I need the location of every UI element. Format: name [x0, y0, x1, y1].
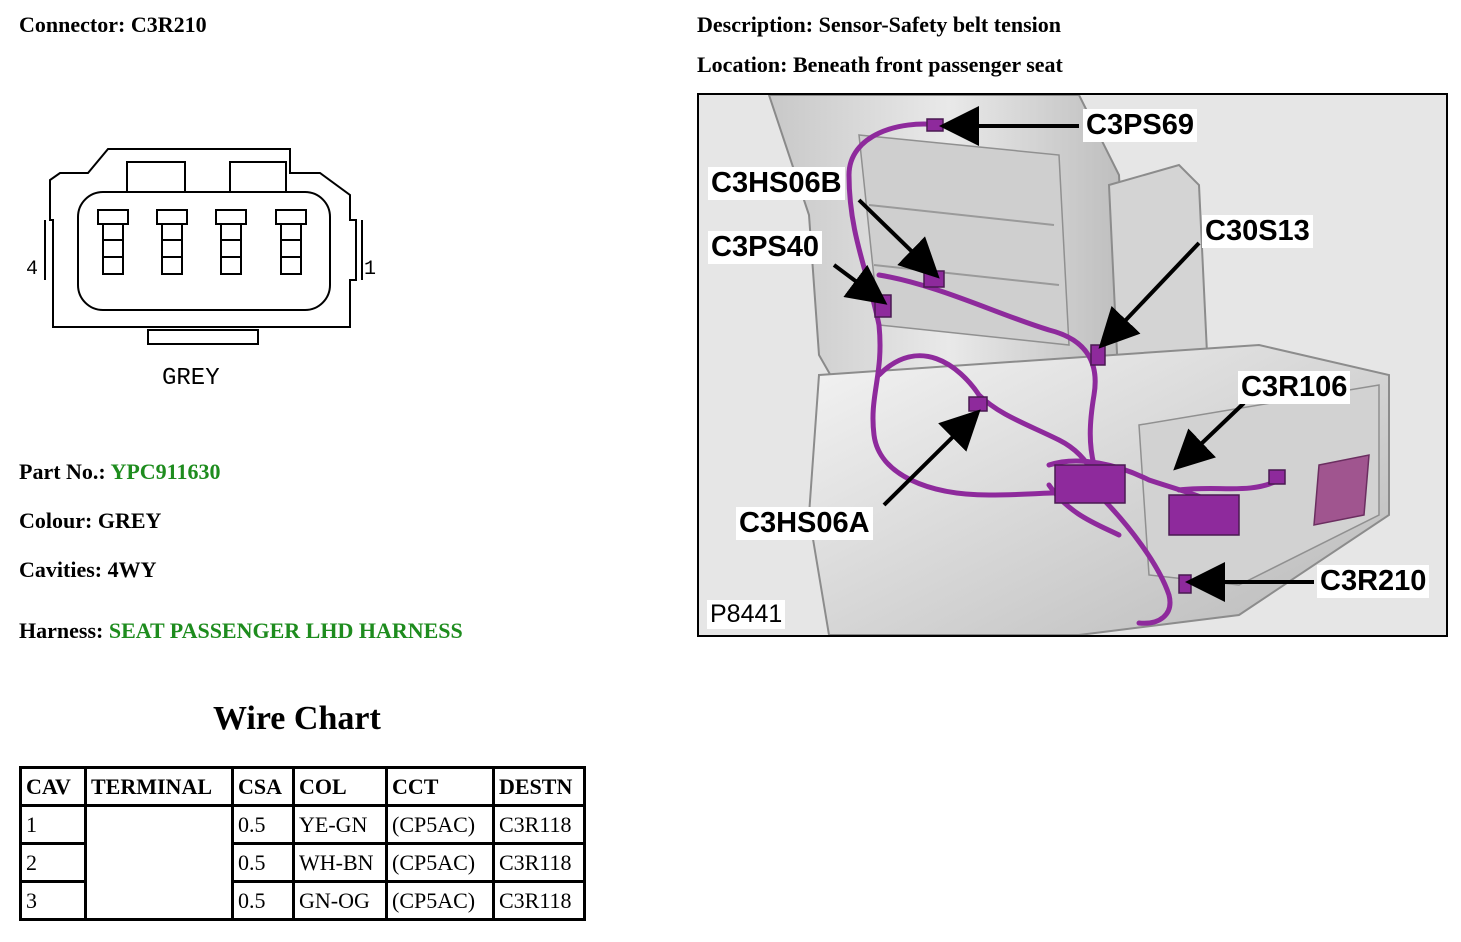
colour-value: GREY [97, 508, 162, 533]
description-field: Description: Sensor-Safety belt tension [697, 12, 1061, 38]
harness-link[interactable]: SEAT PASSENGER LHD HARNESS [108, 618, 463, 643]
cell-col: YE-GN [292, 804, 388, 845]
cell-csa: 0.5 [231, 842, 295, 883]
location-value: Beneath front passenger seat [792, 52, 1063, 77]
callout-arrows [832, 106, 1314, 602]
part-no-label: Part No.: [19, 459, 106, 484]
pin-left-label: 4 [26, 258, 38, 281]
callout-label: C3PS40 [708, 231, 823, 264]
figure-id: P8441 [707, 600, 786, 629]
harness-label: Harness: [19, 618, 104, 643]
cell-cct: (CP5AC) [385, 880, 495, 921]
header-terminal: TERMINAL [84, 766, 234, 807]
harness-field: Harness: SEAT PASSENGER LHD HARNESS [19, 618, 463, 644]
callout-label: C3HS06B [708, 167, 845, 200]
part-no-field: Part No.: YPC911630 [19, 459, 220, 485]
connector-colour-text: GREY [162, 365, 220, 392]
table-row: 3 0.5 GN-OG (CP5AC) C3R118 [19, 880, 586, 921]
cell-col: WH-BN [292, 842, 388, 883]
connector-value: C3R210 [130, 12, 207, 37]
wire-chart-table: CAV TERMINAL CSA COL CCT DESTN 1 0.5 YE-… [19, 766, 586, 921]
wire-chart-title: Wire Chart [213, 700, 381, 737]
callout-label: C3R106 [1238, 371, 1351, 404]
connector-label: Connector: [19, 12, 126, 37]
connector-face-diagram: 4 1 GREY [26, 148, 376, 392]
table-row: 1 0.5 YE-GN (CP5AC) C3R118 [19, 804, 586, 921]
header-destn: DESTN [492, 766, 586, 807]
colour-field: Colour: GREY [19, 508, 161, 534]
callout-label: C3HS06A [736, 507, 873, 540]
callout-label: C30S13 [1202, 215, 1313, 248]
cell-cav: 1 [19, 804, 87, 845]
header-col: COL [292, 766, 388, 807]
cavities-label: Cavities: [19, 557, 103, 582]
cell-csa: 0.5 [231, 880, 295, 921]
callout-label: C3PS69 [1083, 109, 1198, 142]
cell-cct: (CP5AC) [385, 842, 495, 883]
cell-cav: 2 [19, 842, 87, 883]
pin-right-label: 1 [364, 258, 376, 281]
part-no-link[interactable]: YPC911630 [110, 459, 221, 484]
header-csa: CSA [231, 766, 295, 807]
cavities-field: Cavities: 4WY [19, 557, 156, 583]
cell-destn: C3R118 [492, 804, 586, 845]
header-cct: CCT [385, 766, 495, 807]
connector-field: Connector: C3R210 [19, 12, 207, 38]
cavities-value: 4WY [107, 557, 157, 582]
location-field: Location: Beneath front passenger seat [697, 52, 1063, 78]
cell-csa: 0.5 [231, 804, 295, 845]
cell-destn: C3R118 [492, 880, 586, 921]
cell-cav: 3 [19, 880, 87, 921]
cell-col: GN-OG [292, 880, 388, 921]
description-value: Sensor-Safety belt tension [818, 12, 1061, 37]
colour-label: Colour: [19, 508, 93, 533]
cell-destn: C3R118 [492, 842, 586, 883]
header-cav: CAV [19, 766, 87, 807]
location-label: Location: [697, 52, 788, 77]
cell-cct: (CP5AC) [385, 804, 495, 845]
cell-terminal [84, 804, 234, 921]
table-row: 2 0.5 WH-BN (CP5AC) C3R118 [19, 842, 586, 883]
location-photo: C3PS69 C3HS06B C30S13 C3PS40 C3R106 C3HS… [697, 93, 1448, 637]
table-header-row: CAV TERMINAL CSA COL CCT DESTN [19, 766, 586, 807]
callout-label: C3R210 [1317, 565, 1430, 598]
description-label: Description: [697, 12, 814, 37]
